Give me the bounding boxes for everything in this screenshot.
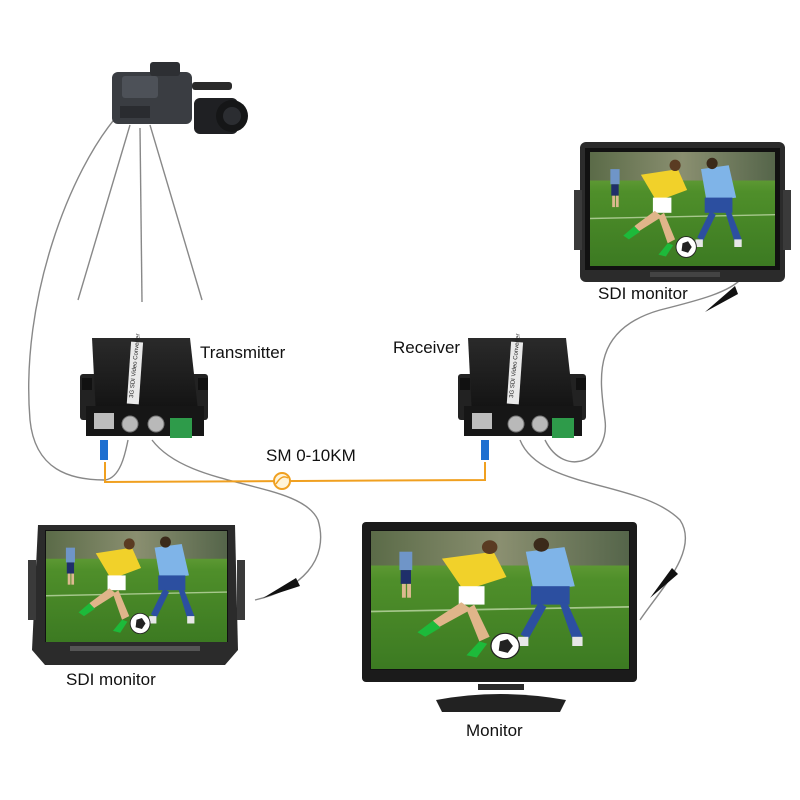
cable-receiver-to-top-monitor [544, 277, 743, 463]
fiber-connector-icon [481, 440, 489, 460]
terminal-block-icon [170, 418, 192, 438]
receiver-device: 3G SDI Video Converter [458, 333, 586, 460]
cables [28, 114, 743, 621]
cable-arrows [263, 286, 738, 598]
transmitter-label: Transmitter [200, 343, 286, 362]
receiver-label: Receiver [393, 338, 461, 357]
video-camera-icon [112, 62, 248, 134]
fiber-connector-icon [100, 440, 108, 460]
arrow-top-monitor [705, 286, 738, 312]
fiber-link [104, 462, 486, 484]
monitor [362, 522, 637, 712]
bnc-port-icon [507, 415, 525, 433]
sdi-monitor-top [574, 142, 791, 282]
fiber-spool-icon [273, 472, 291, 490]
bnc-port-icon [121, 415, 139, 433]
sdi-monitor-top-label: SDI monitor [598, 284, 688, 303]
sdi-monitor-left-label: SDI monitor [66, 670, 156, 689]
transmitter-device: 3G SDI Video Converter [80, 333, 208, 460]
cable-receiver-to-monitor [519, 439, 687, 621]
bnc-port-icon [531, 415, 549, 433]
monitor-label: Monitor [466, 721, 523, 740]
arrow-left-monitor [263, 578, 300, 598]
cable-camera-to-transmitter [28, 114, 129, 481]
sdi-monitor-left [28, 525, 245, 665]
terminal-block-icon [552, 418, 574, 438]
bnc-port-icon [147, 415, 165, 433]
arrow-monitor [650, 568, 678, 598]
fiber-link-label: SM 0-10KM [266, 446, 356, 465]
